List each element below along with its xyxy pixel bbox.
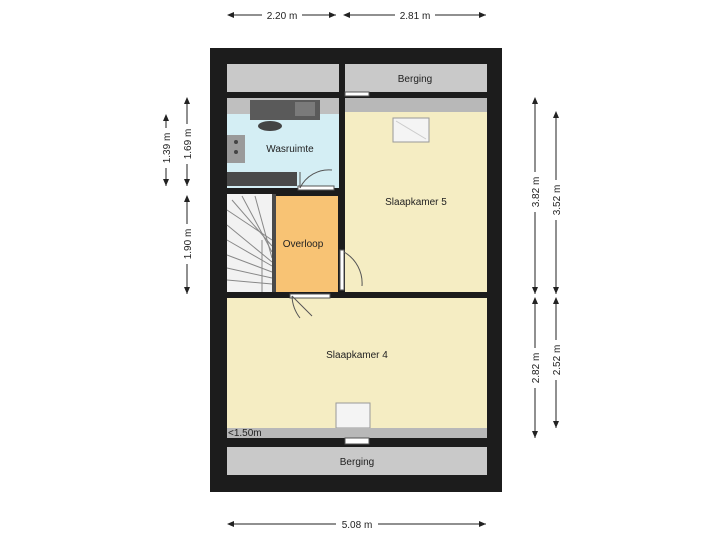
dim-bg-right-2 xyxy=(549,180,563,220)
doors xyxy=(289,91,370,445)
dim-bottom: 5.08 m xyxy=(342,520,373,531)
dim-bg-bottom xyxy=(336,517,378,531)
dim-left-1: 1.39 m xyxy=(162,133,173,164)
room-label-slaapkamer-5: Slaapkamer 5 xyxy=(385,197,447,208)
room-label-berging-top: Berging xyxy=(398,74,432,85)
dim-bg-top-right xyxy=(395,8,435,22)
interior-wall-vertical-1 xyxy=(339,98,345,294)
washbasin xyxy=(258,121,282,131)
dim-bg-right-3 xyxy=(528,348,542,388)
dim-top-right: 2.81 m xyxy=(400,11,431,22)
stairs xyxy=(226,195,273,294)
dim-top-left: 2.20 m xyxy=(267,11,298,22)
stair-wall xyxy=(272,194,276,294)
dim-bg-left-1 xyxy=(159,128,173,168)
dim-bg-left-2 xyxy=(180,124,194,164)
dim-left-2: 1.69 m xyxy=(183,129,194,160)
skylight-line xyxy=(395,120,427,140)
dim-bg-top-left xyxy=(262,8,302,22)
room-overloop xyxy=(276,196,338,292)
room-label-slaapkamer-4: Slaapkamer 4 xyxy=(326,350,388,361)
low-ceiling-label: <1.50m xyxy=(228,428,262,439)
room-label-overloop: Overloop xyxy=(283,239,324,250)
dim-right-1: 3.82 m xyxy=(531,177,542,208)
washer-unit xyxy=(227,135,245,163)
dim-bg-right-1 xyxy=(528,172,542,212)
dim-right-4: 2.52 m xyxy=(552,345,563,376)
dim-right-2: 3.52 m xyxy=(552,185,563,216)
washer-knob-2 xyxy=(234,150,238,154)
low-ceiling-strip-bottom xyxy=(227,428,487,438)
interior-wall-wasruimte xyxy=(227,172,297,186)
dim-bg-right-4 xyxy=(549,340,563,380)
dim-bg-left-3 xyxy=(180,224,194,264)
skylight-slaapkamer-4 xyxy=(335,402,371,429)
berging-top-left xyxy=(227,64,339,92)
room-label-wasruimte: Wasruimte xyxy=(266,144,314,155)
dim-right-3: 2.82 m xyxy=(531,353,542,384)
dim-left-3: 1.90 m xyxy=(183,229,194,260)
berging-bottom-room xyxy=(227,447,487,475)
sink-fixture xyxy=(295,102,315,116)
berging-top-right-room xyxy=(345,64,487,92)
room-label-berging-bottom: Berging xyxy=(340,457,374,468)
interior-wall-horizontal xyxy=(227,292,487,298)
washer-knob xyxy=(234,140,238,144)
